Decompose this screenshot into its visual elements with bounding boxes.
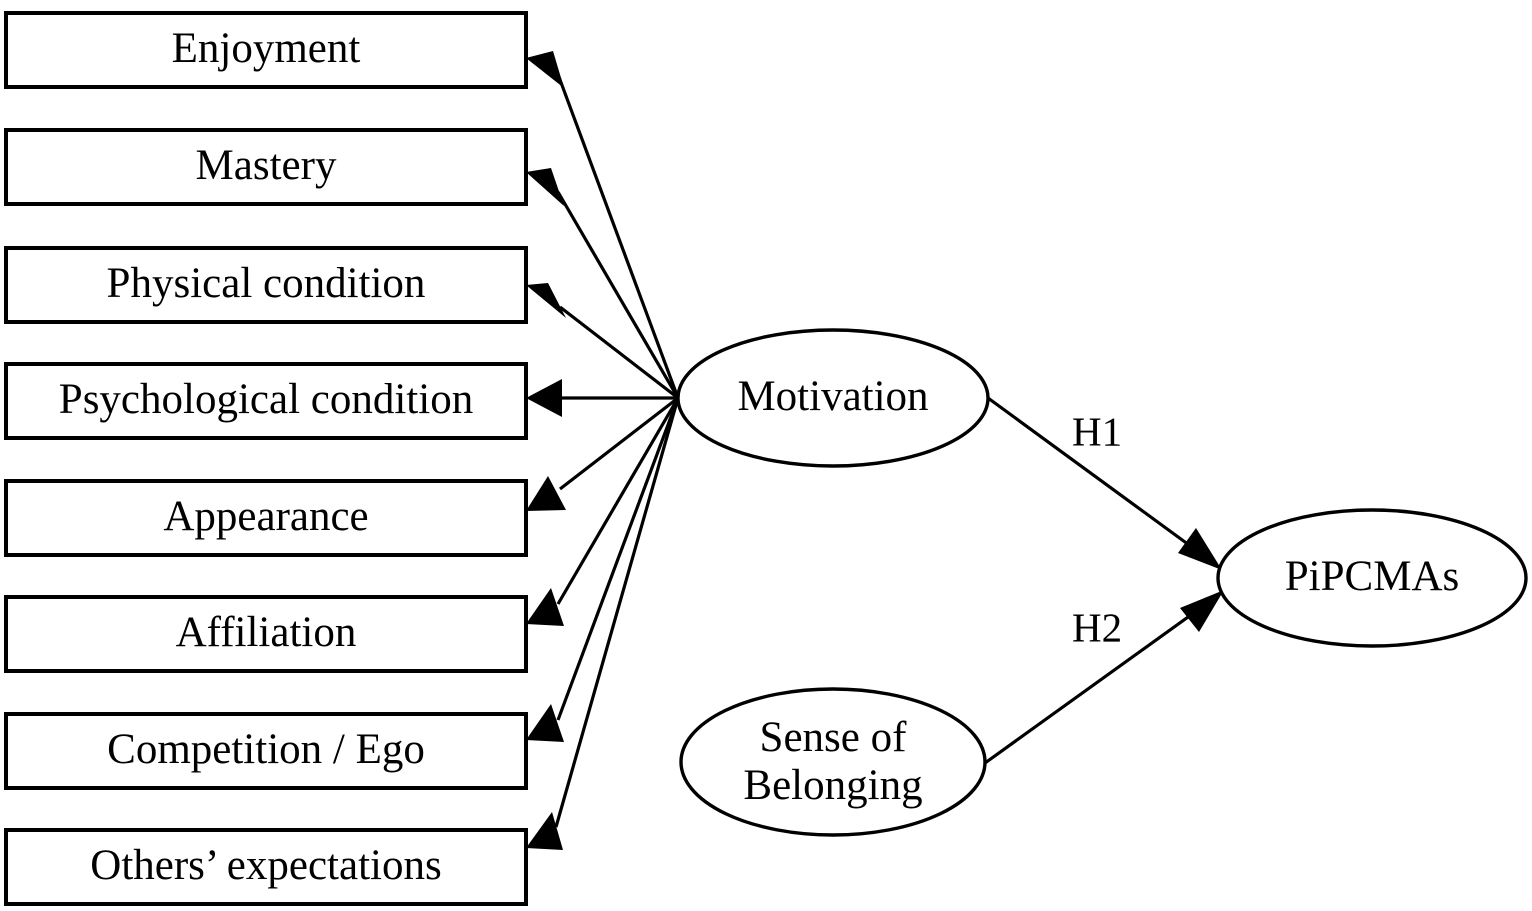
indicator-box-competition-ego: Competition / Ego — [4, 712, 528, 790]
edge-motivation-to-appearance — [526, 396, 679, 511]
arrowhead-icon — [526, 379, 562, 417]
box-label-affiliation: Affiliation — [176, 609, 357, 656]
box-label-physical-condition: Physical condition — [107, 260, 426, 307]
edge-motivation-to-affiliation — [526, 397, 680, 626]
edge-motivation-to-competition-ego — [526, 397, 680, 742]
reflective-path-group — [526, 51, 680, 850]
indicator-box-appearance: Appearance — [4, 479, 528, 557]
path-label-h2: H2 — [1072, 604, 1122, 650]
ellipse-label-pipcmas: PiPCMAs — [1285, 553, 1459, 600]
edge-motivation-to-psychological-condition — [526, 379, 678, 417]
construct-ellipse-motivation: Motivation — [676, 328, 990, 468]
indicator-box-others-expectations: Others’ expectations — [4, 828, 528, 906]
edge-motivation-to-others-expectations — [526, 397, 680, 850]
indicator-box-mastery: Mastery — [4, 128, 528, 206]
edge-motivation-to-enjoyment — [526, 51, 680, 399]
indicator-box-affiliation: Affiliation — [4, 595, 528, 673]
ellipse-label-sense-of-belonging-line2: Belonging — [743, 762, 922, 809]
box-label-psychological-condition: Psychological condition — [59, 376, 473, 423]
arrowhead-icon — [526, 51, 564, 88]
edge-h2-belonging-to-pipcmas — [984, 590, 1224, 765]
arrowhead-icon — [526, 704, 564, 742]
construct-ellipse-sense-of-belonging: Sense of Belonging — [679, 687, 987, 837]
box-label-others-expectations: Others’ expectations — [90, 842, 441, 889]
box-label-appearance: Appearance — [163, 493, 368, 540]
arrowhead-icon — [526, 588, 564, 626]
indicator-box-psychological-condition: Psychological condition — [4, 362, 528, 440]
path-label-h1: H1 — [1072, 408, 1122, 454]
indicator-box-enjoyment: Enjoyment — [4, 11, 528, 89]
arrowhead-icon — [526, 476, 566, 511]
edge-motivation-to-physical-condition — [526, 283, 679, 400]
box-label-mastery: Mastery — [196, 142, 337, 189]
box-label-enjoyment: Enjoyment — [172, 25, 361, 72]
box-label-competition-ego: Competition / Ego — [107, 726, 425, 773]
arrowhead-icon — [526, 168, 564, 206]
arrowhead-icon — [526, 812, 563, 850]
edge-motivation-to-mastery — [526, 168, 680, 399]
arrowhead-icon — [526, 283, 566, 318]
arrowhead-icon — [1180, 590, 1224, 632]
indicator-box-physical-condition: Physical condition — [4, 246, 528, 324]
construct-ellipse-pipcmas: PiPCMAs — [1216, 508, 1528, 648]
arrowhead-icon — [1178, 528, 1222, 570]
edge-h1-motivation-to-pipcmas — [987, 396, 1222, 570]
ellipse-label-sense-of-belonging-line1: Sense of — [760, 714, 908, 761]
ellipse-label-motivation: Motivation — [737, 373, 928, 420]
